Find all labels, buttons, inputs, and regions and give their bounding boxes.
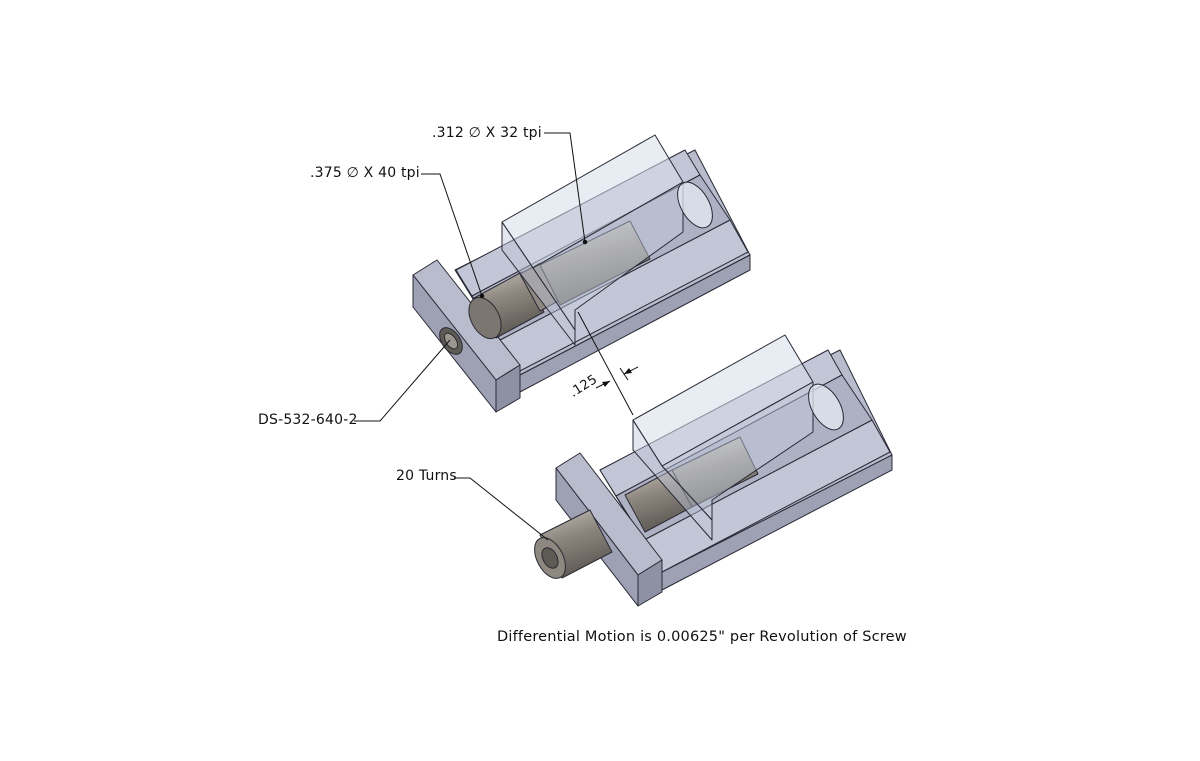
leader-ds <box>354 339 451 422</box>
callout-turns: 20 Turns <box>396 468 457 484</box>
leader-375 <box>421 173 483 297</box>
upper-assembly <box>412 134 751 413</box>
caption: Differential Motion is 0.00625" per Revo… <box>497 629 907 645</box>
lower-assembly <box>534 334 893 607</box>
leader-312-dot <box>582 239 588 245</box>
lower-nut-hole <box>808 383 844 431</box>
hex-socket-icon <box>541 547 559 569</box>
callout-lower-thread: .375 ∅ X 40 tpi <box>310 165 420 181</box>
dim-arrow-left <box>602 381 610 387</box>
upper-endblock-side <box>495 364 521 413</box>
leader-375-dot <box>479 293 485 299</box>
lower-small-screw <box>671 436 759 508</box>
lower-endblock-side <box>637 559 663 607</box>
leader-turns <box>454 477 549 541</box>
leader-312 <box>544 132 586 243</box>
callout-part-number: DS-532-640-2 <box>258 412 358 428</box>
leader-lines <box>354 132 639 541</box>
callout-upper-thread: .312 ∅ X 32 tpi <box>432 125 542 141</box>
dim-ext-1 <box>577 311 634 416</box>
upper-large-screw-end <box>468 296 502 340</box>
upper-nut-hole <box>677 181 713 229</box>
lower-nut-left <box>632 419 713 541</box>
dim-arrow-right <box>624 368 632 374</box>
upper-small-screw <box>539 220 651 306</box>
